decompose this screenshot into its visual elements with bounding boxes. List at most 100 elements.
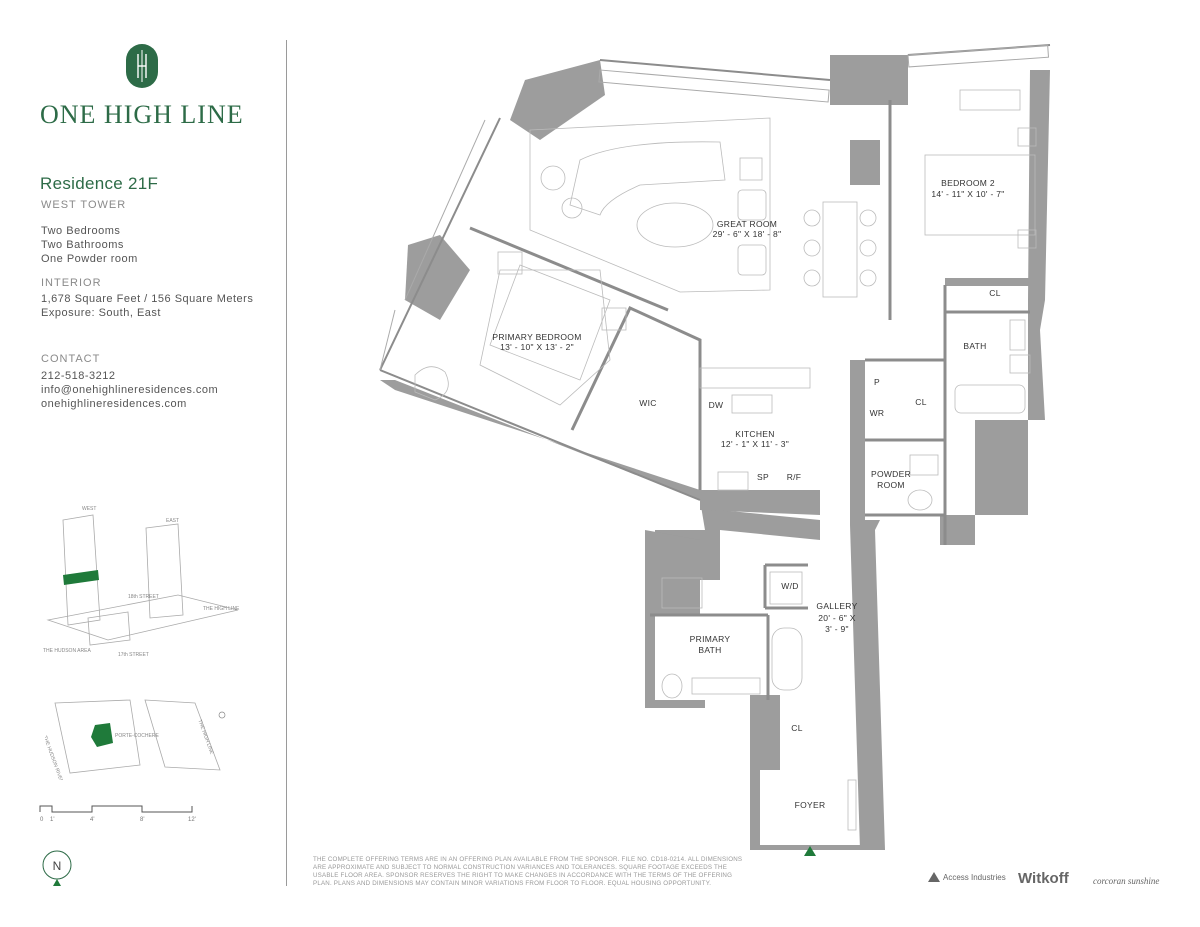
panel-divider [286,40,287,886]
gallery-dims-2: 3' - 9" [825,624,849,634]
primary-bath-name-1: PRIMARY [690,634,731,644]
washer-icon [769,571,803,605]
lamp-icon [739,157,763,181]
nightstand-icon-2 [1017,229,1037,249]
dining-table-icon [822,201,858,298]
primary-bedroom-dims: 13' - 10" X 13' - 2" [500,342,574,352]
foyer-console-icon [847,779,857,831]
sink-icon [731,394,773,414]
contact-phone[interactable]: 212-518-3212 [41,370,116,382]
logo-icon [126,44,158,88]
north-label: N [53,859,62,873]
feature-bedrooms: Two Bedrooms [41,225,121,237]
site-porte: PORTE-COCHERE [115,733,159,739]
powder-name-2: ROOM [877,480,905,490]
cl-foyer-label: CL [791,723,802,733]
north-facade-west [599,59,831,81]
chair-icon-3 [803,269,821,287]
access-industries-logo: Access Industries [928,872,1006,882]
area-text: 1,678 Square Feet / 156 Square Meters [41,293,254,305]
scale-tick-1: 1' [50,817,54,823]
chair-icon-4 [859,209,877,227]
site-plan: THE HUDSON RIVER PORTE-COCHERE THE HIGH … [45,699,226,780]
powder-name-1: POWDER [871,469,911,479]
dw-label: DW [709,400,724,410]
armchair-icon-2 [737,244,767,276]
exposure-text: Exposure: South, East [41,307,161,319]
chair-icon [803,209,821,227]
toilet-icon [1009,354,1031,374]
witkoff-logo: Witkoff [1018,870,1069,887]
scale-tick-0: 0 [40,817,44,823]
powder-toilet-icon [907,489,933,511]
legal-disclaimer: THE COMPLETE OFFERING TERMS ARE IN AN OF… [313,856,743,887]
chair-icon-2 [803,239,821,257]
wall-cl-left [750,695,780,770]
feature-bathrooms: Two Bathrooms [41,239,124,251]
bedroom2-dims: 14' - 11" X 10' - 7" [931,189,1004,199]
wic-label: WIC [639,398,656,408]
rug-great-room [529,117,771,293]
tower-key-plan: WEST EAST 18th STREET THE HIGH LINE THE … [43,506,240,658]
chair-icon-5 [859,239,877,257]
wall-kitchen-base [700,490,820,515]
scale-tick-4: 4' [90,817,94,823]
sw-facade [379,369,701,501]
great-room-dims: 29' - 6" X 18' - 8" [713,229,782,239]
kitchen-name: KITCHEN [735,429,774,439]
key-hudson-area: THE HUDSON AREA [43,648,91,654]
desk-icon [959,89,1021,111]
info-panel: ONE HIGH LINE Residence 21F WEST TOWER T… [0,0,286,927]
scale-tick-8: 8' [140,817,144,823]
sp-label: SP [757,472,769,482]
pantry-label: P [874,377,880,387]
wall-north-column [830,55,908,105]
powder-sink-icon [909,454,939,476]
access-triangle-icon [928,872,940,882]
wall-east [940,70,1050,545]
window-bedroom [379,309,396,371]
corcoran-logo: corcoran sunshine [1093,876,1160,886]
interior-label: INTERIOR [41,277,102,289]
coffee-table-icon [636,202,714,248]
wall-gallery-east [850,360,885,850]
north-arrow-icon: N [42,850,72,886]
wall-great-bedroom [469,226,669,312]
wall-wic [570,306,702,490]
gallery-dims-1: 20' - 6" X [818,613,855,623]
foyer-label: FOYER [795,800,826,810]
contact-email[interactable]: info@onehighlineresidences.com [41,384,219,396]
cl-hall-label: CL [915,397,926,407]
residence-title: Residence 21F [40,174,159,193]
bedroom2-name: BEDROOM 2 [941,178,995,188]
feature-powder: One Powder room [41,253,138,265]
wall-cl-top [945,278,1043,286]
entry-marker-icon [804,846,816,856]
contact-label: CONTACT [41,353,101,365]
nightstand-primary-icon [497,251,523,275]
nightstand-primary-icon-2 [601,307,627,331]
primary-tub-icon [771,627,803,691]
wall-primary-bath-west [645,530,705,708]
contact-website[interactable]: onehighlineresidences.com [41,398,187,410]
armchair-icon [737,189,767,221]
rug-bedroom [479,269,611,406]
key-west: WEST [82,506,96,512]
great-room-name: GREAT ROOM [717,219,777,229]
window-west [404,119,486,301]
site-river: THE HUDSON RIVER [45,735,64,780]
wr-label: WR [870,408,885,418]
key-east: EAST [166,518,179,524]
nightstand-icon [1017,127,1037,147]
side-table-icon [540,165,566,191]
gallery-name: GALLERY [816,601,857,611]
double-vanity-icon [691,677,761,695]
key-street-top: 18th STREET [128,594,159,600]
west-facade [379,117,501,371]
window-great-room [598,69,830,103]
wall-west-column [405,235,470,320]
primary-shower-icon [661,577,703,609]
cooktop-icon [717,471,749,491]
bath-label: BATH [963,341,986,351]
primary-toilet-icon [661,673,683,699]
